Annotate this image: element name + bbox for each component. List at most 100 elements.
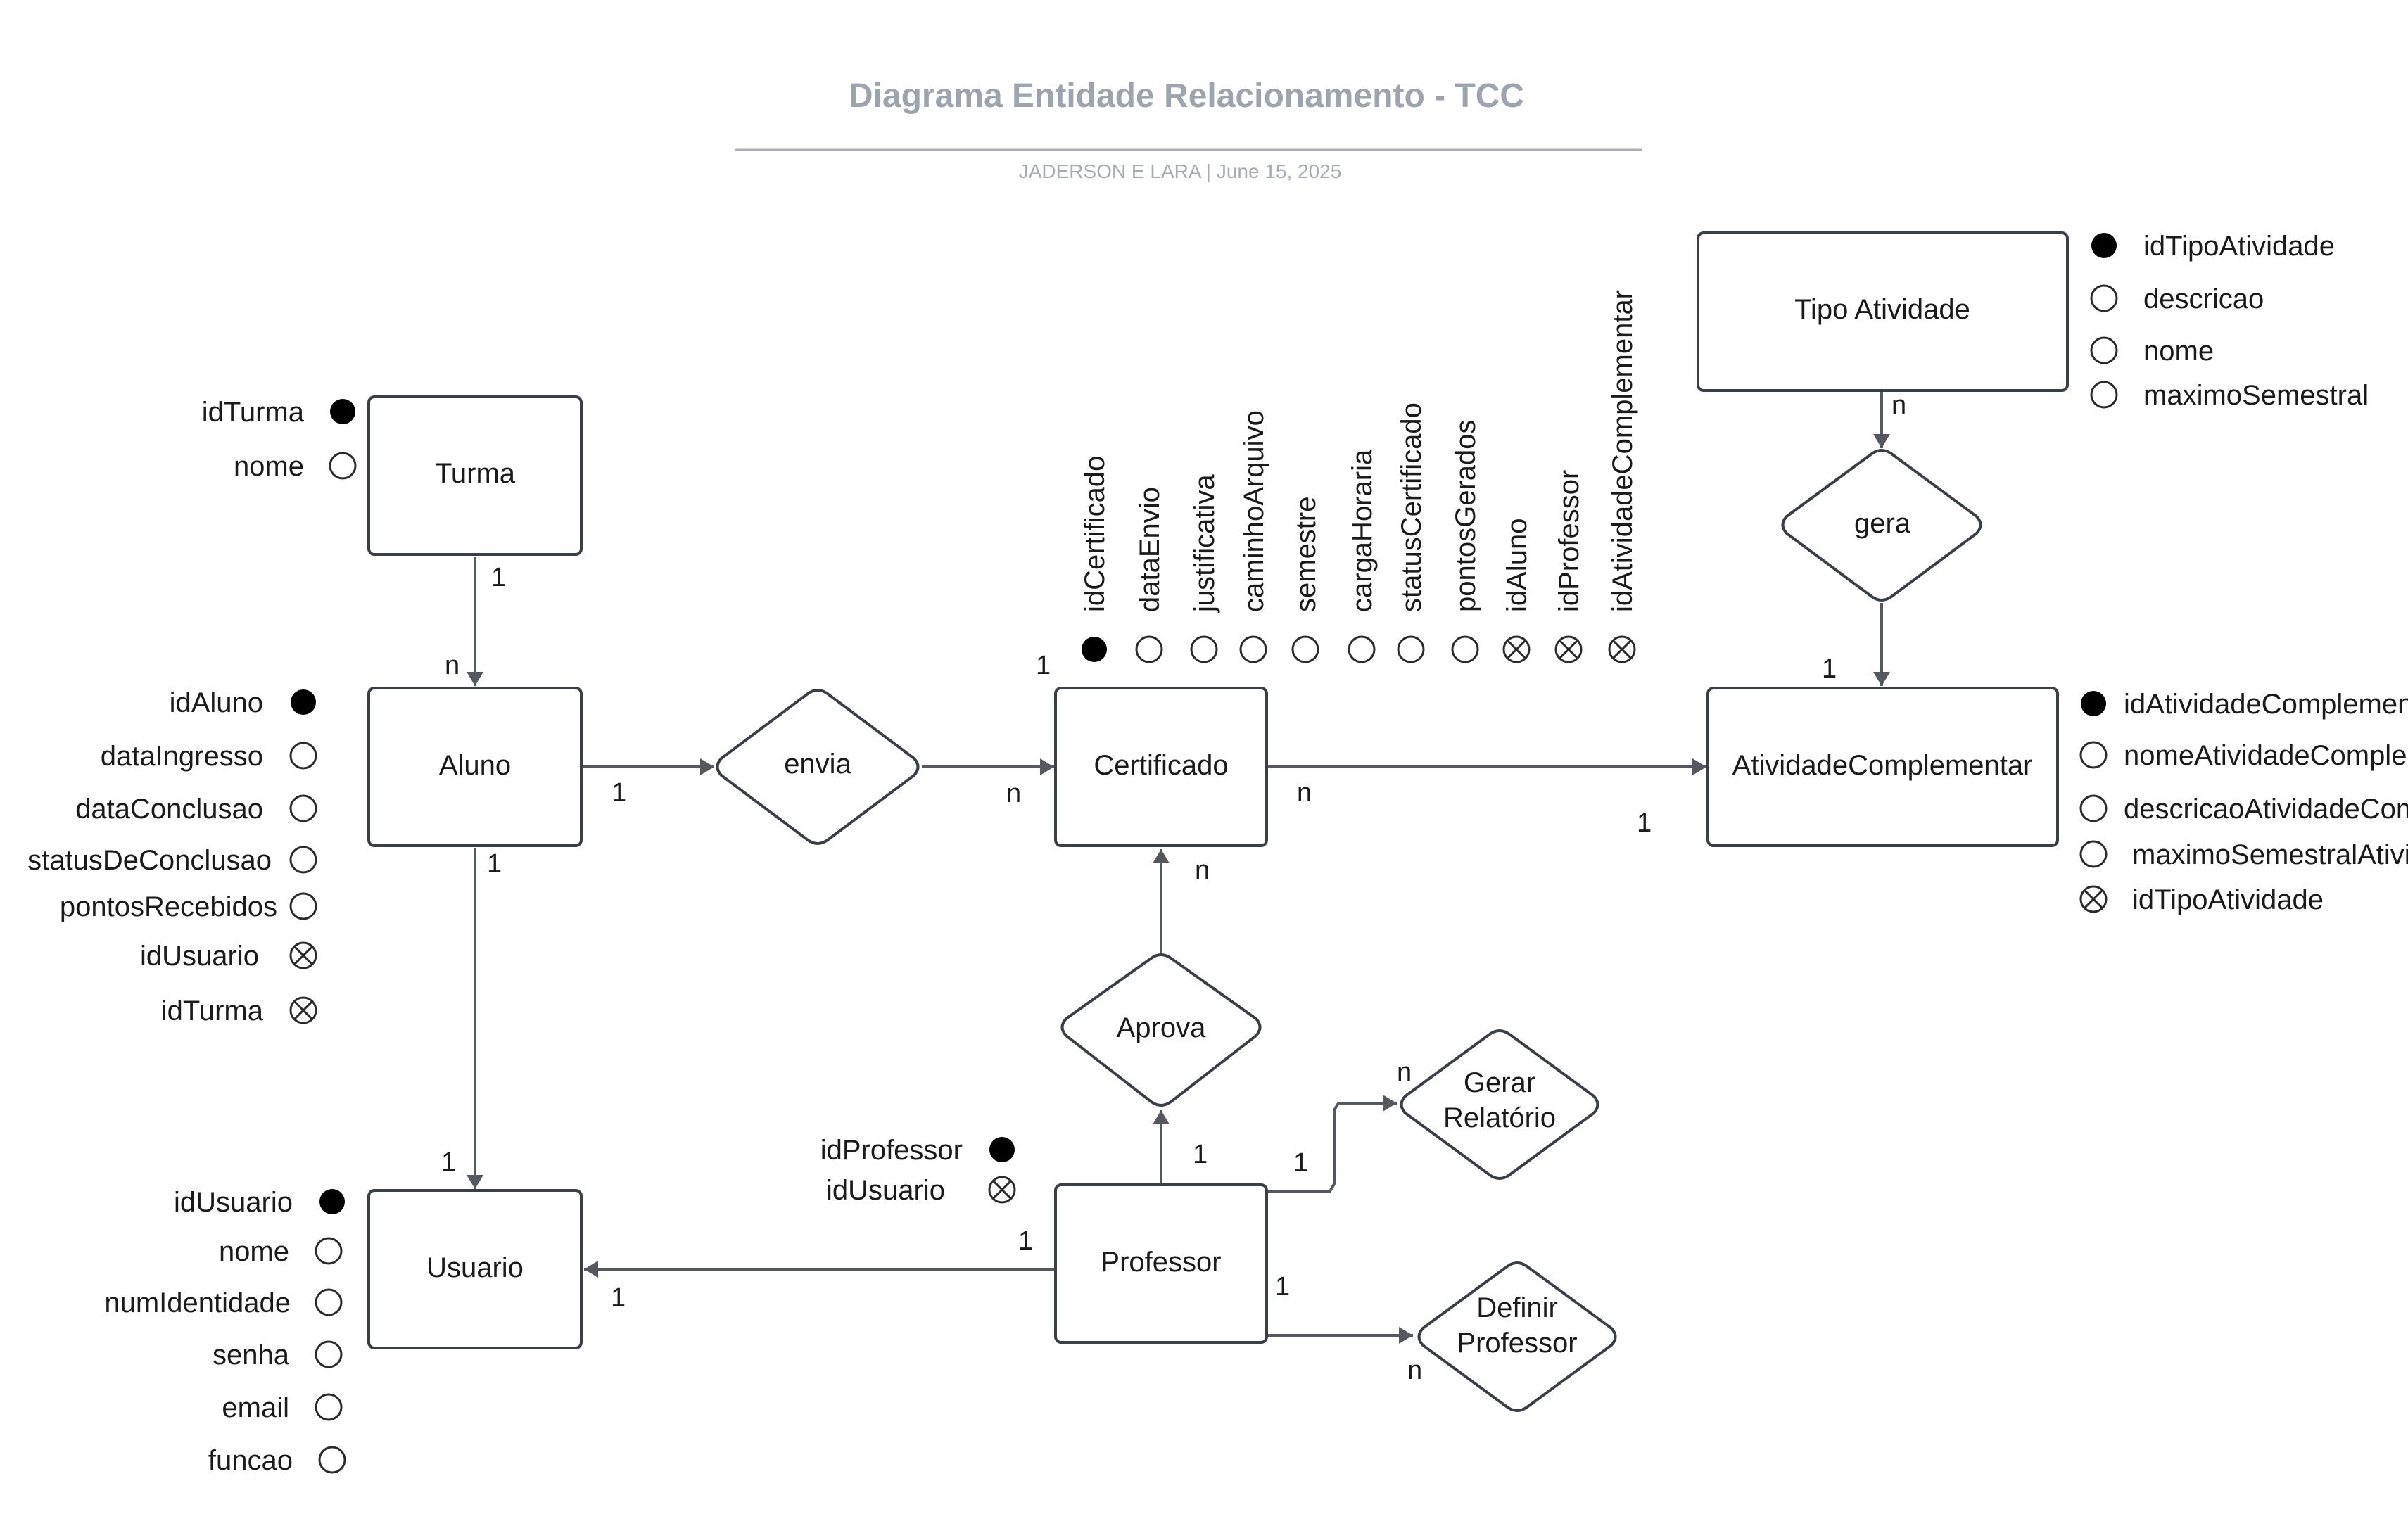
- certificado-justificativa-attribute: justificativa: [1189, 474, 1220, 613]
- entity-certificado-name: Certificado: [1094, 750, 1228, 781]
- professor-id-usuario-fk-marker-icon: [988, 1176, 1016, 1204]
- entity-professor[interactable]: Professor: [1054, 1183, 1268, 1344]
- aluno-id-turma-fk-marker-icon: [289, 996, 317, 1024]
- attributes-aluno: idAlunodataIngressodataConclusaostatusDe…: [27, 687, 317, 1026]
- card-tipo-gera: n: [1891, 390, 1906, 420]
- usuario-senha-attr-marker-icon: [315, 1340, 343, 1368]
- aluno-id-aluno-pk-marker-icon: [291, 689, 316, 715]
- turma-nome-attribute: nome: [234, 451, 304, 482]
- atividade_complementar-descricao-atividade-complementar-attr-marker-icon: [2079, 794, 2108, 822]
- entity-professor-name: Professor: [1101, 1247, 1221, 1278]
- professor-aprova-arrowhead: [1153, 1110, 1170, 1124]
- entity-turma[interactable]: Turma: [367, 395, 583, 556]
- card-aluno-usuario-2: 1: [441, 1147, 456, 1177]
- card-turma-aluno-n: n: [445, 651, 460, 680]
- certificado-pontos-gerados-attr-marker-icon: [1451, 635, 1479, 663]
- usuario-id-usuario-pk-marker-icon: [319, 1189, 345, 1214]
- relationship-gera[interactable]: gera: [1781, 449, 1982, 602]
- usuario-id-usuario-attribute: idUsuario: [174, 1187, 293, 1218]
- attributes-atividade-complementar: idAtividadeComplementarnomeAtividadeComp…: [2079, 689, 2408, 915]
- professor-gerar-relatorio-arrowhead: [1383, 1095, 1397, 1112]
- certificado-id-atividade-complementar-fk-marker-icon: [1608, 635, 1636, 663]
- tipo_atividade-descricao-attribute: descricao: [2143, 284, 2264, 314]
- relationship-gerar-relatorio-line2: Relatório: [1443, 1102, 1556, 1133]
- turma-aluno-arrowhead: [467, 672, 483, 686]
- tipo_atividade-id-tipo-atividade-attribute: idTipoAtividade: [2143, 231, 2335, 262]
- card-certificado-atividade-n: n: [1297, 778, 1312, 808]
- card-gera-atividade: 1: [1822, 654, 1837, 684]
- relationship-envia[interactable]: envia: [716, 689, 920, 845]
- certificado-justificativa-attr-marker-icon: [1190, 635, 1218, 663]
- entity-usuario[interactable]: Usuario: [367, 1189, 583, 1349]
- aluno-id-usuario-fk-marker-icon: [289, 941, 317, 969]
- diagram-subtitle: JADERSON E LARA | June 15, 2025: [1019, 160, 1342, 182]
- aluno-data-ingresso-attr-marker-icon: [289, 742, 317, 770]
- aluno-id-turma-attribute: idTurma: [161, 996, 264, 1026]
- card-aprova-certificado: n: [1195, 856, 1210, 885]
- card-certificado-pk: 1: [1036, 651, 1051, 680]
- relationship-gerar-relatorio[interactable]: Gerar Relatório: [1400, 1029, 1599, 1180]
- professor-definir-arrowhead: [1399, 1327, 1413, 1344]
- atividade_complementar-maximo-semestral-atividade-attr-marker-icon: [2079, 840, 2108, 868]
- relationship-definir-professor-line2: Professor: [1457, 1328, 1577, 1359]
- usuario-num-identidade-attribute: numIdentidade: [104, 1287, 291, 1318]
- relationship-definir-professor[interactable]: Definir Professor: [1417, 1261, 1617, 1412]
- relationship-gerar-relatorio-line1: Gerar: [1464, 1067, 1535, 1098]
- aluno-usuario-arrowhead: [467, 1175, 483, 1189]
- tipo_atividade-maximo-semestral-attribute: maximoSemestral: [2143, 380, 2369, 411]
- tipo_atividade-descricao-attr-marker-icon: [2090, 284, 2118, 312]
- gera-atividade-arrowhead: [1873, 672, 1890, 686]
- attributes-professor: idProfessor idUsuario: [820, 1135, 1016, 1206]
- card-professor-usuario-1: 1: [1018, 1226, 1033, 1256]
- aluno-pontos-recebidos-attr-marker-icon: [289, 892, 317, 920]
- card-turma-aluno-1: 1: [491, 563, 506, 592]
- card-aluno-envia: 1: [611, 778, 626, 808]
- tipo_atividade-maximo-semestral-attr-marker-icon: [2090, 381, 2118, 409]
- entity-tipo-atividade[interactable]: Tipo Atividade: [1697, 231, 2069, 392]
- card-professor-definir-n: n: [1407, 1356, 1422, 1385]
- usuario-senha-attribute: senha: [213, 1340, 290, 1371]
- relationship-definir-professor-line1: Definir: [1476, 1292, 1558, 1323]
- atividade_complementar-nome-atividade-complementar-attr-marker-icon: [2079, 741, 2108, 769]
- aluno-id-aluno-attribute: idAluno: [170, 687, 263, 718]
- tipo_atividade-nome-attr-marker-icon: [2090, 336, 2118, 364]
- usuario-email-attribute: email: [222, 1392, 289, 1423]
- usuario-email-attr-marker-icon: [315, 1393, 343, 1421]
- usuario-num-identidade-attr-marker-icon: [315, 1288, 343, 1316]
- certificado-atividade-arrowhead: [1692, 758, 1706, 775]
- entity-atividade-complementar[interactable]: AtividadeComplementar: [1706, 687, 2059, 847]
- diagram-title: Diagrama Entidade Relacionamento - TCC: [849, 77, 1524, 115]
- attributes-usuario: idUsuarionomenumIdentidadesenhaemailfunc…: [104, 1187, 346, 1476]
- aluno-data-conclusao-attr-marker-icon: [289, 794, 317, 822]
- relationship-envia-label: envia: [784, 749, 851, 780]
- entity-tipo-atividade-name: Tipo Atividade: [1794, 294, 1970, 325]
- relationship-aprova[interactable]: Aprova: [1060, 953, 1262, 1107]
- atividade_complementar-id-atividade-complementar-attribute: idAtividadeComplementar: [2124, 689, 2408, 720]
- entity-usuario-name: Usuario: [426, 1252, 524, 1283]
- certificado-id-professor-fk-marker-icon: [1554, 635, 1583, 663]
- certificado-caminho-arquivo-attr-marker-icon: [1239, 635, 1267, 663]
- professor-id-professor-attribute: idProfessor: [820, 1135, 963, 1166]
- card-professor-usuario-2: 1: [611, 1283, 626, 1313]
- tipo-gera-arrowhead: [1873, 434, 1890, 448]
- envia-certificado-arrowhead: [1040, 758, 1054, 775]
- professor-id-professor-pk-marker-icon: [989, 1137, 1015, 1162]
- turma-id-turma-pk-marker-icon: [330, 399, 355, 424]
- certificado-semestre-attr-marker-icon: [1291, 635, 1319, 663]
- professor-id-usuario-attribute: idUsuario: [826, 1175, 945, 1206]
- certificado-id-professor-attribute: idProfessor: [1554, 470, 1585, 612]
- card-professor-definir-1: 1: [1275, 1272, 1290, 1302]
- atividade_complementar-id-tipo-atividade-fk-marker-icon: [2079, 885, 2108, 913]
- aluno-status-de-conclusao-attr-marker-icon: [289, 846, 317, 874]
- atividade_complementar-id-tipo-atividade-attribute: idTipoAtividade: [2132, 884, 2324, 915]
- card-professor-gerar-n: n: [1397, 1057, 1412, 1087]
- relationship-aprova-label: Aprova: [1117, 1012, 1206, 1043]
- usuario-nome-attribute: nome: [219, 1236, 289, 1267]
- turma-id-turma-attribute: idTurma: [202, 397, 305, 428]
- entity-certificado[interactable]: Certificado: [1054, 687, 1268, 847]
- atividade_complementar-maximo-semestral-atividade-attribute: maximoSemestralAtividade: [2132, 839, 2408, 870]
- aluno-data-ingresso-attribute: dataIngresso: [101, 741, 263, 772]
- entity-aluno[interactable]: Aluno: [367, 687, 583, 847]
